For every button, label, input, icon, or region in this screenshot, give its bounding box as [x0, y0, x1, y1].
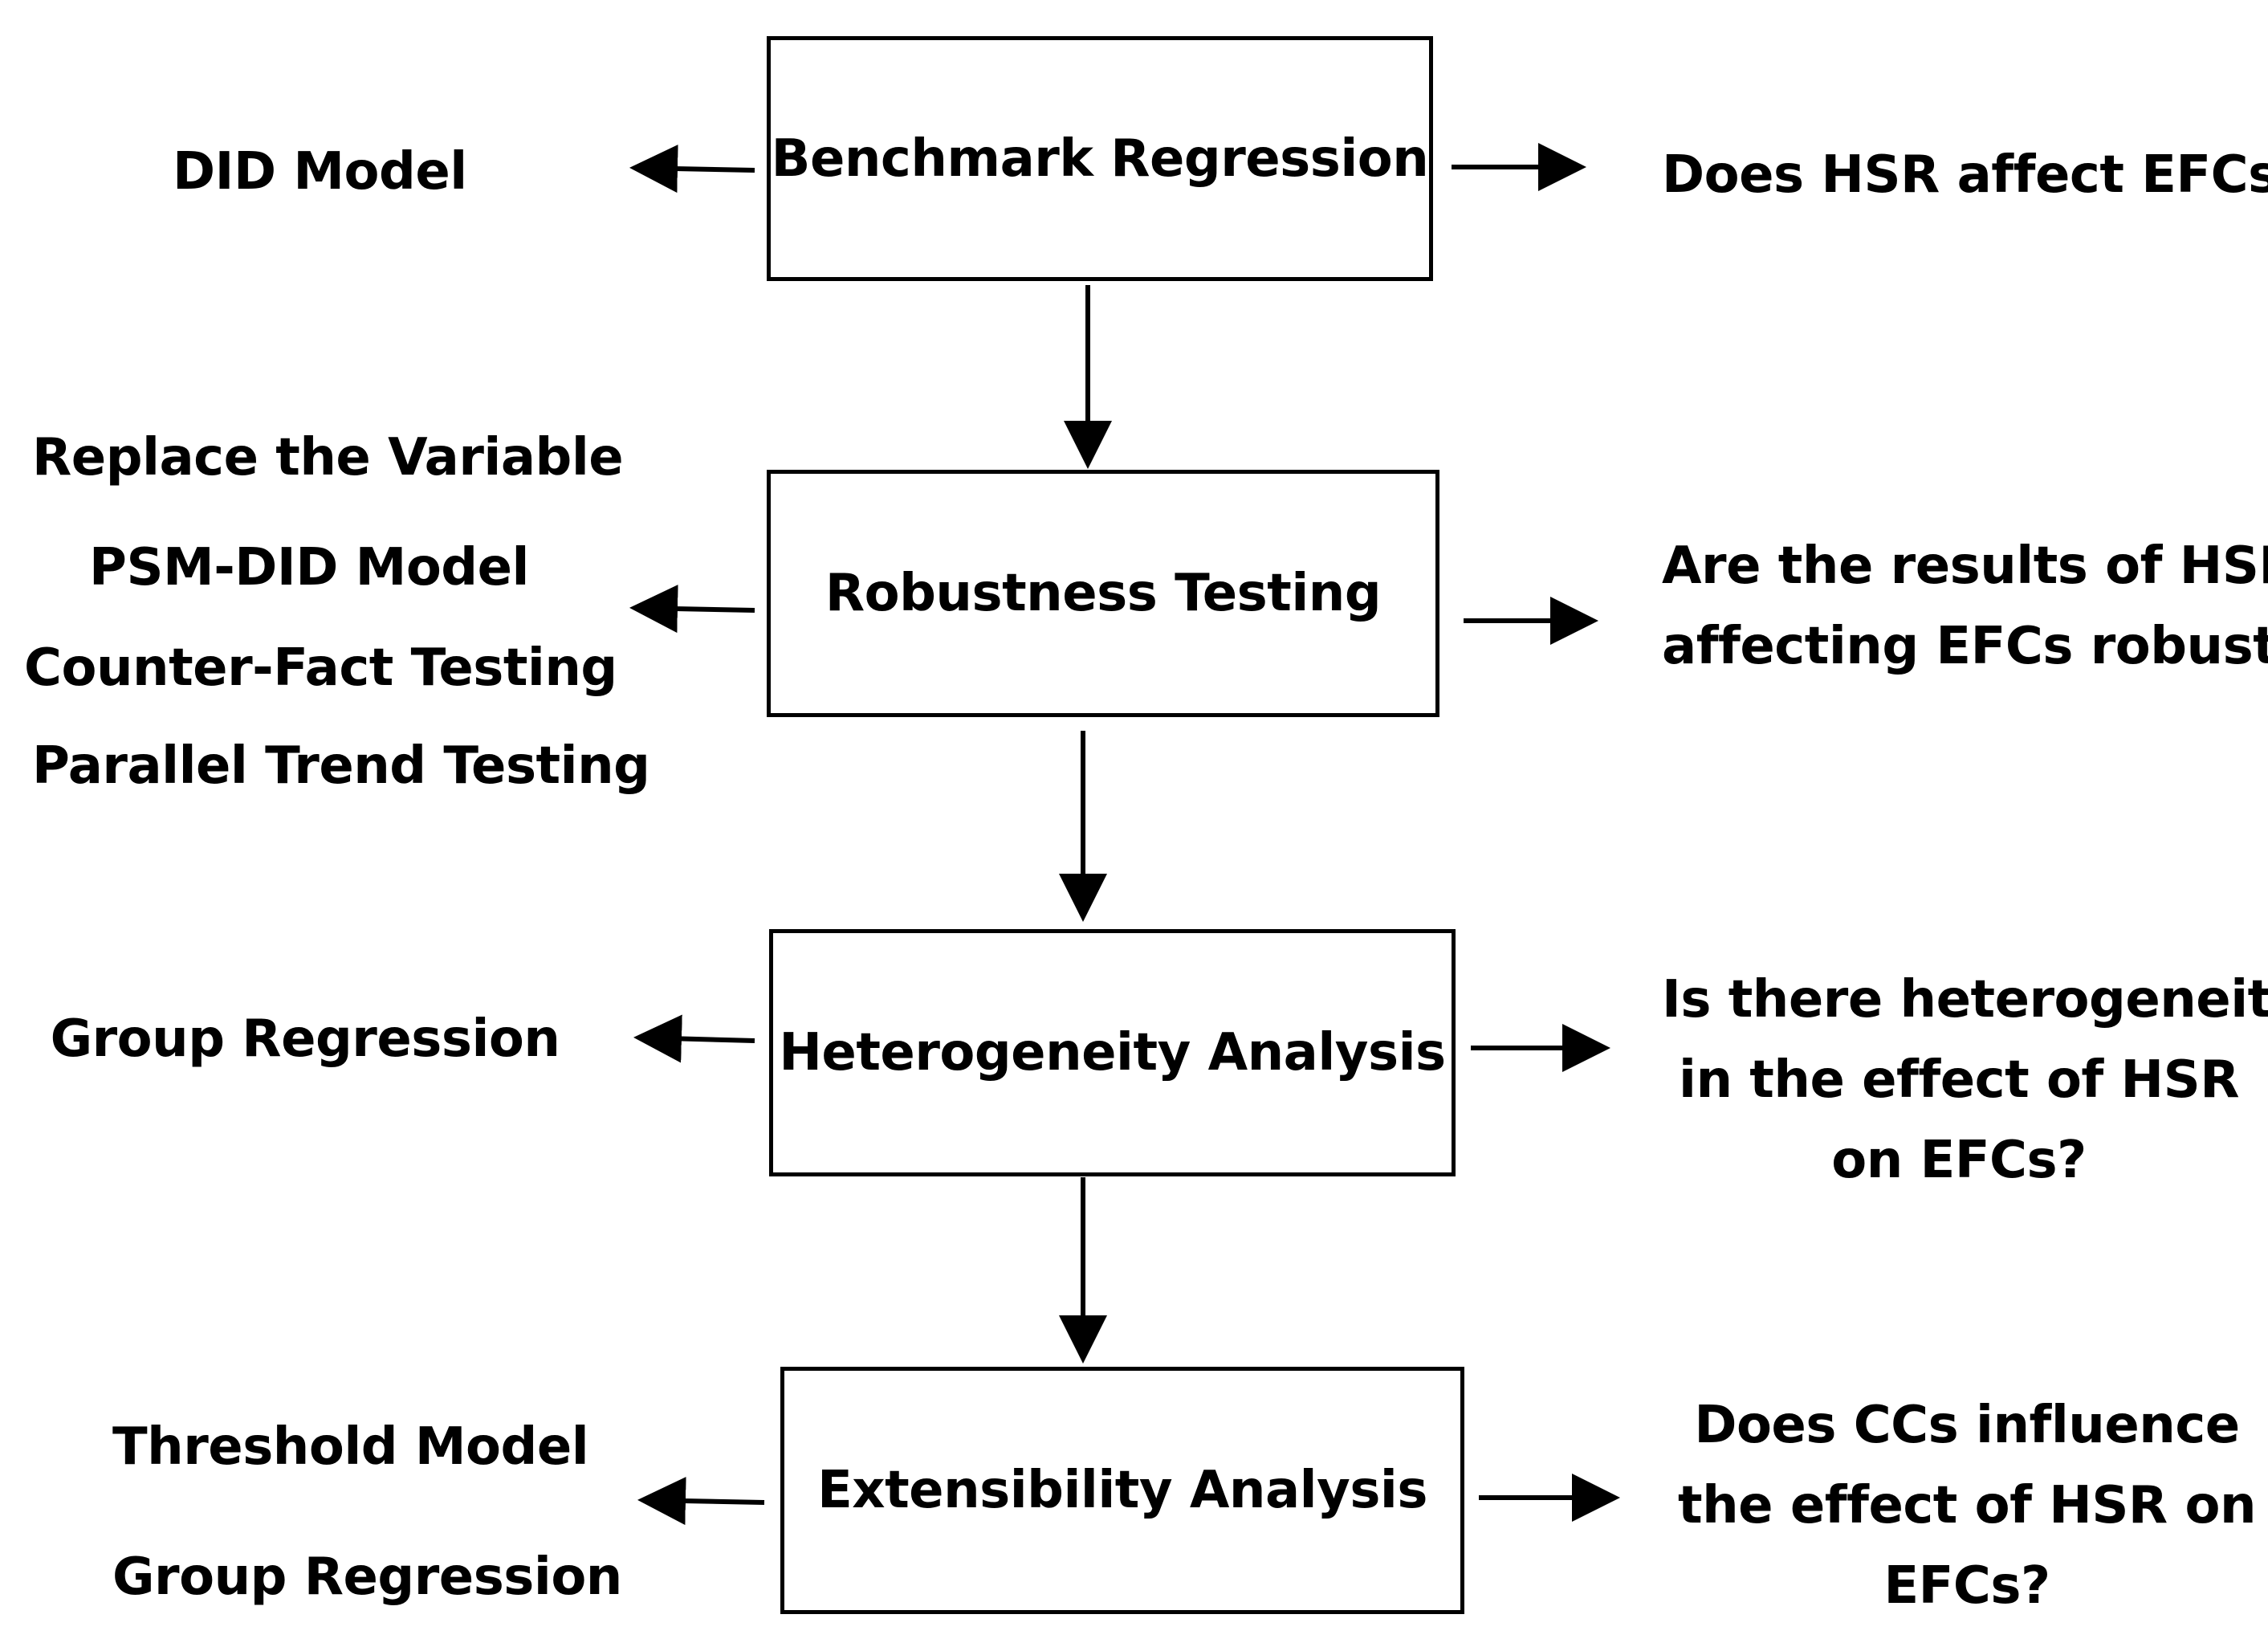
research-question: Does CCs influence the effect of HSR on … [1674, 1385, 2260, 1626]
step-label: Extensibility Analysis [817, 1461, 1427, 1520]
step-box-benchmark-regression: Benchmark Regression [767, 36, 1433, 281]
method-label: Group Regression [50, 1009, 560, 1069]
step-label: Heterogeneity Analysis [779, 1023, 1446, 1082]
question-line: Does CCs influence [1694, 1396, 2240, 1455]
question-line: the effect of HSR on [1678, 1476, 2257, 1535]
research-question: Does HSR affect EFCs? [1662, 135, 2268, 215]
method-label: Replace the Variable [32, 428, 624, 487]
step-label: Benchmark Regression [771, 128, 1429, 189]
left-arrow-2 [629, 585, 755, 634]
left-arrow-1 [629, 145, 755, 194]
research-question: Is there heterogeneity in the effect of … [1662, 960, 2268, 1201]
question-line: Does HSR affect EFCs? [1662, 145, 2268, 205]
method-label: Threshold Model [112, 1417, 589, 1477]
step-box-robustness-testing: Robustness Testing [767, 470, 1439, 717]
question-line: Are the results of HSR [1662, 536, 2268, 596]
method-label: PSM-DID Model [89, 538, 529, 597]
question-line: Is there heterogeneity [1662, 970, 2268, 1029]
step-box-extensibility-analysis: Extensibility Analysis [780, 1367, 1464, 1614]
step-box-heterogeneity-analysis: Heterogeneity Analysis [769, 929, 1456, 1176]
question-line: in the effect of HSR [1679, 1050, 2239, 1110]
left-arrow-3 [633, 1014, 755, 1063]
left-arrow-4 [637, 1477, 765, 1526]
research-question: Are the results of HSR affecting EFCs ro… [1662, 526, 2268, 687]
method-label: Group Regression [112, 1547, 622, 1607]
question-line: on EFCs? [1831, 1131, 2087, 1190]
question-line: affecting EFCs robust? [1662, 617, 2268, 676]
method-label: Parallel Trend Testing [32, 736, 650, 796]
question-line: EFCs? [1883, 1556, 2050, 1616]
step-label: Robustness Testing [825, 564, 1382, 623]
method-label: Counter-Fact Testing [24, 638, 617, 698]
method-label: DID Model [173, 142, 467, 202]
